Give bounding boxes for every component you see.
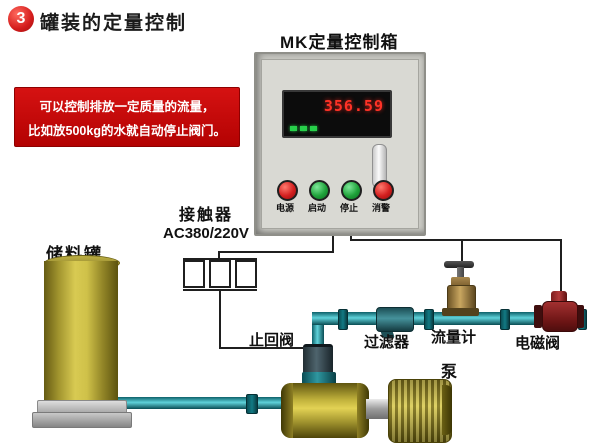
green-led <box>300 126 307 131</box>
pump-label: 泵 <box>441 364 458 381</box>
tank-base-plate <box>32 412 132 428</box>
control-box: 356.59 电源 启动 停止 消警 <box>254 52 426 236</box>
contactor-pole-3 <box>235 260 257 288</box>
pipe-tank-to-pump <box>96 397 292 409</box>
green-led <box>290 126 297 131</box>
note-box: 可以控制排放一定质量的流量， 比如放500kg的水就自动停止阀门。 <box>14 87 240 147</box>
pipe-flange <box>500 309 510 330</box>
control-box-title: MK定量控制箱 <box>280 33 399 52</box>
flow-meter-bonnet <box>451 277 470 287</box>
motor-end-cap <box>442 385 452 435</box>
wire-contactor-to-pump-v <box>219 291 221 349</box>
solenoid-flange-right <box>576 305 584 328</box>
pipe-flange <box>246 394 258 414</box>
solenoid-flange-left <box>534 305 542 328</box>
flow-meter-base <box>442 308 479 316</box>
solenoid-actuator <box>551 291 567 303</box>
contactor-label: 接触器 AC380/220V <box>148 201 264 242</box>
wire-box-to-contactor-v <box>332 232 334 253</box>
wire-box-to-contactor-h <box>218 251 334 253</box>
step-number-badge: 3 <box>8 6 34 32</box>
pump-motor <box>388 379 452 443</box>
check-valve-label: 止回阀 <box>249 332 295 349</box>
pump-shaft <box>366 399 390 419</box>
flow-meter-handle <box>444 261 474 268</box>
wire-contactor-to-pump-h <box>219 347 305 349</box>
alarm-clear-button <box>373 180 394 201</box>
pump-inlet-port <box>302 372 336 385</box>
pump-flange-left <box>281 383 293 438</box>
storage-tank <box>44 261 118 408</box>
stop-button-label: 停止 <box>339 203 358 213</box>
wire-to-flow-meter <box>461 239 463 263</box>
wire-box-right-stub <box>350 232 352 241</box>
contactor-pole-2 <box>209 260 231 288</box>
start-button <box>309 180 330 201</box>
controller-display: 356.59 <box>282 90 392 138</box>
alarm-clear-button-label: 消警 <box>371 203 390 213</box>
power-button-label: 电源 <box>275 203 294 213</box>
note-line-2: 比如放500kg的水就自动停止阀门。 <box>28 123 226 138</box>
pipe-flange <box>424 309 434 330</box>
wire-to-solenoid-valve <box>560 239 562 293</box>
contactor-rating: AC380/220V <box>163 225 249 242</box>
contactor-name: 接触器 <box>178 207 233 224</box>
stop-button <box>341 180 362 201</box>
note-line-1: 可以控制排放一定质量的流量， <box>39 99 215 114</box>
contactor-bottom-bus <box>183 289 257 291</box>
power-button <box>277 180 298 201</box>
filter <box>376 307 414 332</box>
pump-body <box>281 383 369 438</box>
contactor-top-bus <box>183 258 257 260</box>
contactor-pole-1 <box>183 260 205 288</box>
wire-box-to-valve-h <box>350 239 562 241</box>
pipe-flange <box>338 309 348 330</box>
start-button-label: 启动 <box>307 203 326 213</box>
solenoid-valve-label: 电磁阀 <box>515 335 561 352</box>
flow-meter-label: 流量计 <box>431 329 477 346</box>
display-indicator-leds <box>290 126 317 131</box>
filter-label: 过滤器 <box>364 334 410 351</box>
green-led <box>310 126 317 131</box>
flow-meter-stem <box>457 267 464 279</box>
solenoid-valve <box>542 301 578 332</box>
display-value: 356.59 <box>323 97 384 115</box>
wire-contactor-drop <box>218 251 220 260</box>
pump-flange-right <box>357 383 369 438</box>
page-title: 罐装的定量控制 <box>40 13 188 34</box>
